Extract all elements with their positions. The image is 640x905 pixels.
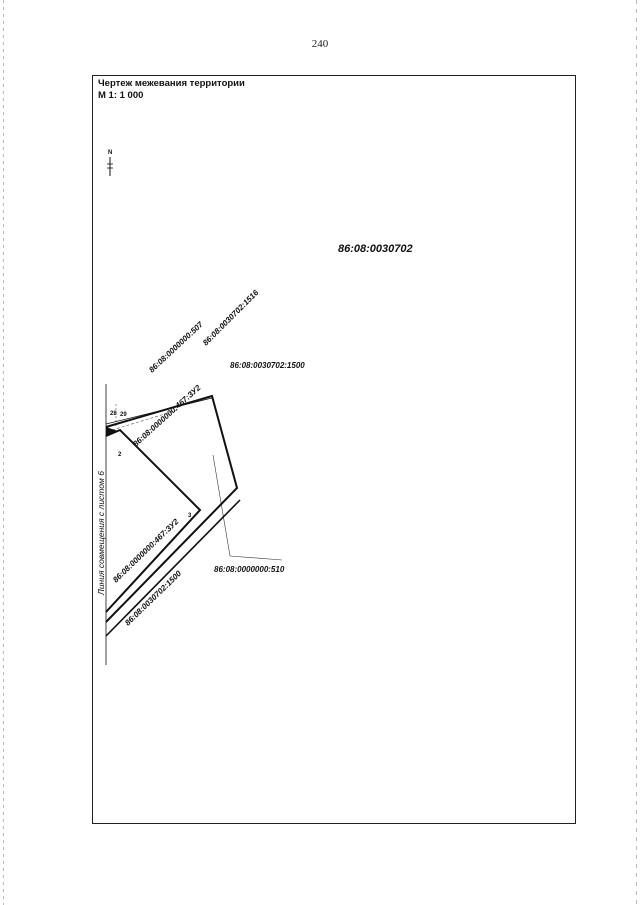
- parcel-1500-bottom-label: 86:08:0030702:1500: [123, 569, 183, 628]
- north-arrow-icon: N: [107, 150, 113, 176]
- scan-edge-right: [636, 0, 637, 905]
- scan-edge-left: [3, 0, 4, 905]
- point-3: 3: [188, 513, 192, 519]
- parcel-507-label: 86:08:0000000:507: [147, 320, 205, 375]
- leader-line: [212, 454, 231, 557]
- parcel-1516-label: 86:08:0030702:1516: [201, 288, 261, 348]
- point-28: 28: [110, 411, 117, 417]
- drawing-scale: М 1: 1 000: [98, 90, 144, 101]
- north-label: N: [108, 150, 112, 156]
- drawing-frame: [92, 75, 576, 824]
- node-mark: [106, 427, 118, 436]
- block-label: 86:08:0030702: [338, 243, 413, 255]
- point-29: 29: [120, 412, 127, 418]
- drawing-title: Чертеж межевания территории: [98, 78, 245, 89]
- parcel-1500-top-label: 86:08:0030702:1500: [230, 361, 305, 370]
- parcel-1500-south: [105, 499, 241, 637]
- boundary-dashed: [111, 409, 179, 431]
- parcel-510-label: 86:08:0000000:510: [214, 565, 285, 574]
- leader-line-end: [229, 555, 283, 561]
- page-number: 240: [311, 38, 329, 50]
- parcel-1500-boundary: [105, 394, 239, 623]
- point-2: 2: [118, 452, 122, 458]
- match-line-label: Линия совмещения с листом 6: [96, 471, 106, 596]
